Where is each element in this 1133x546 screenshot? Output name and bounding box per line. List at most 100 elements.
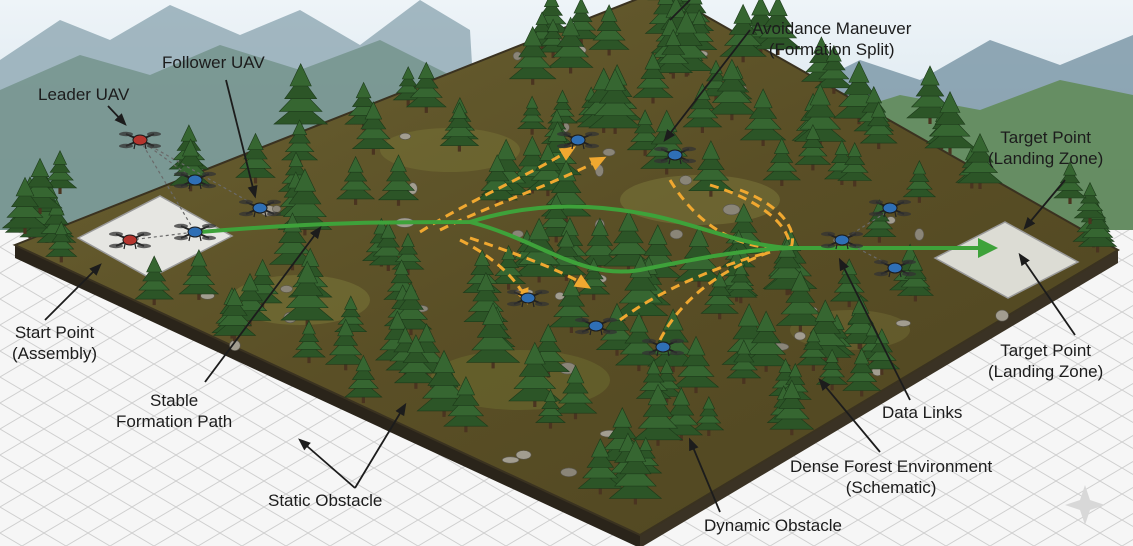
rock-obstacle: [995, 309, 1009, 322]
pine-tree-icon: [273, 63, 329, 131]
pine-tree-icon: [336, 155, 376, 205]
pine-tree-icon: [280, 260, 335, 327]
pine-tree-icon: [1053, 161, 1087, 204]
rock-obstacle: [679, 175, 693, 186]
label-data-links: Data Links: [882, 403, 963, 422]
follower-uav-drone: [174, 223, 216, 242]
rock-obstacle: [595, 164, 604, 177]
pine-tree-icon: [351, 101, 395, 155]
pine-tree-icon: [775, 270, 826, 332]
pine-tree-icon: [769, 379, 815, 436]
pine-tree-icon: [537, 18, 569, 59]
label-avoidance-maneuver: Avoidance Maneuver (Formation Split): [752, 19, 912, 59]
pine-tree-icon: [508, 341, 562, 407]
platform-side-left: [15, 245, 640, 546]
formation-path: [199, 204, 998, 274]
pine-tree-icon: [548, 276, 595, 333]
follower-uav-drone: [239, 199, 281, 218]
rock-obstacle: [399, 132, 412, 140]
pine-tree-icon: [632, 383, 684, 446]
pine-tree-icon: [553, 364, 598, 420]
follower-uav-drone: [654, 146, 696, 165]
pine-tree-icon: [45, 221, 78, 263]
pine-tree-icon: [405, 61, 447, 113]
follower-uav-drone: [557, 131, 599, 150]
pine-tree-icon: [577, 438, 624, 495]
pine-tree-icon: [228, 272, 272, 327]
follower-uav-drone: [575, 317, 617, 336]
rock-obstacle: [895, 319, 911, 327]
pine-tree-icon: [842, 347, 882, 397]
pine-tree-icon: [906, 65, 954, 124]
follower-uav-drone: [874, 259, 916, 278]
pine-tree-icon: [741, 310, 792, 372]
follower-uav-drone: [642, 338, 684, 357]
leader-uav-landed: [109, 231, 151, 250]
pine-tree-icon: [794, 124, 832, 171]
pine-tree-icon: [393, 334, 438, 389]
rock-obstacle: [794, 331, 806, 341]
pine-tree-icon: [324, 318, 367, 371]
pine-tree-icon: [212, 287, 257, 342]
pine-tree-icon: [588, 4, 630, 56]
pine-tree-icon: [726, 339, 762, 384]
pine-tree-icon: [653, 28, 694, 79]
pine-tree-icon: [859, 101, 898, 150]
pine-tree-icon: [535, 388, 566, 429]
label-leader-uav: Leader UAV: [38, 85, 130, 104]
rock-obstacle: [560, 467, 578, 477]
follower-uav-drone: [821, 231, 863, 250]
pine-tree-icon: [291, 319, 326, 364]
pine-tree-icon: [443, 376, 489, 433]
pine-tree-icon: [439, 101, 480, 152]
pine-tree-icon: [344, 354, 383, 404]
label-target-point-top: Target Point (Landing Zone): [988, 128, 1104, 168]
rock-obstacle: [272, 205, 282, 213]
pine-tree-icon: [863, 328, 901, 375]
pine-tree-icon: [673, 225, 724, 288]
pine-tree-icon: [169, 138, 212, 192]
rock-obstacle: [602, 148, 616, 157]
pine-tree-icon: [588, 68, 643, 134]
pine-tree-icon: [42, 150, 78, 194]
trees: [1, 0, 1118, 505]
follower-uav-drone: [507, 289, 549, 308]
pine-tree-icon: [837, 142, 873, 187]
label-dense-forest: Dense Forest Environment (Schematic): [790, 457, 993, 497]
pine-tree-icon: [516, 95, 548, 135]
pine-tree-icon: [1, 176, 49, 234]
pine-tree-icon: [762, 137, 802, 186]
pine-tree-icon: [902, 160, 937, 203]
leader-uav-drone: [119, 131, 161, 150]
pine-tree-icon: [688, 140, 734, 197]
pine-tree-icon: [739, 88, 787, 146]
pine-tree-icon: [614, 312, 663, 372]
pine-tree-icon: [796, 327, 831, 371]
rock-obstacle: [515, 450, 532, 460]
pine-tree-icon: [719, 3, 767, 63]
pine-tree-icon: [465, 302, 521, 369]
pine-tree-icon: [659, 387, 704, 441]
pine-tree-icon: [626, 109, 664, 156]
pine-tree-icon: [706, 58, 757, 121]
label-dynamic-obstacle: Dynamic Obstacle: [704, 516, 842, 535]
label-stable-formation-path: Stable Formation Path: [116, 391, 233, 431]
pine-tree-icon: [508, 26, 557, 85]
rock-obstacle: [669, 229, 684, 240]
pine-tree-icon: [178, 249, 220, 300]
pine-tree-icon: [1073, 181, 1107, 224]
pine-tree-icon: [672, 335, 720, 394]
leader-lines: [44, 0, 1076, 513]
pine-tree-icon: [547, 16, 594, 74]
follower-uav-drone: [869, 199, 911, 218]
rock-obstacle: [914, 228, 925, 241]
label-start-point: Start Point (Assembly): [12, 323, 98, 363]
follower-uav-drone: [174, 171, 216, 190]
pine-tree-icon: [753, 0, 803, 55]
target-pad: [933, 221, 1080, 299]
label-target-point-right: Target Point (Landing Zone): [988, 341, 1104, 381]
pine-tree-icon: [134, 255, 175, 306]
rock-obstacle: [280, 285, 293, 293]
